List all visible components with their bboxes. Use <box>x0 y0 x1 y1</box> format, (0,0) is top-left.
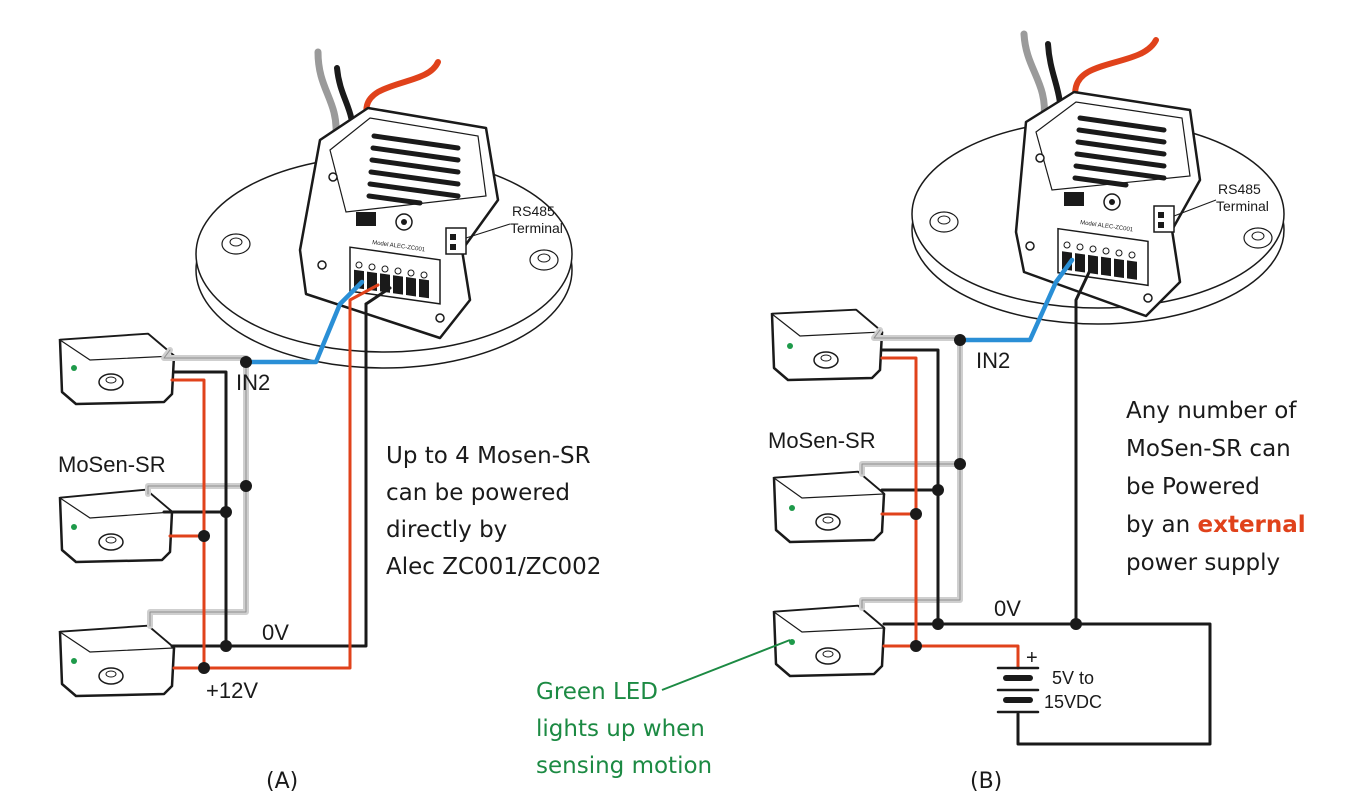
brand-logo-a <box>356 212 413 231</box>
brand-logo-b <box>1064 192 1121 211</box>
ground-wire-a <box>162 302 368 648</box>
led-indicator-a2 <box>71 524 77 530</box>
controller-device-b: Model ALEC-ZC001 <box>1014 90 1202 318</box>
note-b-line5: power supply <box>1126 550 1280 576</box>
supply-wire-red-b <box>880 356 1020 670</box>
rs485-label-b-line1: RS485 <box>1218 181 1261 197</box>
led-indicator-b1 <box>787 343 793 349</box>
battery-label-b: 5V to 15VDC <box>1044 668 1102 712</box>
mains-wire-gray-b <box>1020 30 1048 124</box>
zero-volt-label-a: 0V <box>262 620 289 645</box>
ground-wire-b <box>880 348 1212 746</box>
sensor-label-b: MoSen-SR <box>768 428 876 453</box>
rs485-label-b: RS485 Terminal <box>1216 181 1269 214</box>
sensor-top-b <box>770 308 884 382</box>
note-b-line1: Any number of <box>1126 398 1297 424</box>
sensor-bottom-a <box>58 624 176 698</box>
supply-label-a: +12V <box>206 678 258 703</box>
battery-label-b-line1: 5V to <box>1052 668 1094 688</box>
input-wire-blue-b <box>957 257 1075 343</box>
screw-hole-left-b <box>929 211 959 233</box>
led-indicator-a1 <box>71 365 77 371</box>
controller-device-a: Model ALEC-ZC001 <box>298 106 500 340</box>
panel-a: Model ALEC-ZC001 <box>58 48 601 794</box>
caption-a: (A) <box>266 769 298 794</box>
led-indicator-b2 <box>789 505 795 511</box>
note-a: Up to 4 Mosen-SR can be powered directly… <box>386 443 601 580</box>
sensor-middle-b <box>772 470 886 544</box>
battery-symbol-b <box>996 666 1040 714</box>
junction-dots-a <box>198 356 252 674</box>
led-note-line1: Green LED <box>536 679 658 705</box>
note-b: Any number of MoSen-SR can be Powered <box>1126 398 1304 500</box>
led-callout-pointer <box>661 639 791 691</box>
led-note-line3: sensing motion <box>536 753 712 779</box>
mains-wire-gray-a <box>314 48 340 139</box>
speaker-grille-b <box>1072 115 1167 188</box>
ground-return-b <box>1074 264 1094 626</box>
led-indicator-a3 <box>71 658 77 664</box>
note-b-emphasis: external <box>1198 512 1306 538</box>
led-indicator-b3 <box>789 639 795 645</box>
in2-label-b: IN2 <box>976 348 1010 373</box>
note-b-line4-prefix: by an <box>1126 512 1198 538</box>
note-a-line2: can be powered <box>386 480 570 506</box>
ground-link-a <box>364 286 392 306</box>
sensor-bottom-b <box>772 604 886 678</box>
rs485-leader-a <box>465 223 511 239</box>
sensor-top-a <box>58 332 176 406</box>
note-b-line4: by an external <box>1126 512 1306 538</box>
rs485-label-a-line1: RS485 <box>512 203 555 219</box>
note-a-line1: Up to 4 Mosen-SR <box>386 443 591 469</box>
led-note: Green LED lights up when sensing motion <box>536 679 712 779</box>
screw-hole-right-a <box>529 249 559 271</box>
sensor-middle-a <box>58 488 174 564</box>
panel-b: Model ALEC-ZC001 <box>536 30 1306 794</box>
rs485-leader-b <box>1173 199 1217 217</box>
rs485-connector-a <box>445 227 467 255</box>
rs485-connector-b <box>1153 205 1175 233</box>
junction-dots-b <box>910 334 1082 652</box>
caption-b: (B) <box>970 769 1002 794</box>
rs485-label-a-line2: Terminal <box>510 220 563 236</box>
battery-label-b-line2: 15VDC <box>1044 692 1102 712</box>
speaker-grille-a <box>366 133 461 206</box>
note-b-line2: MoSen-SR can <box>1126 436 1291 462</box>
zero-volt-label-b: 0V <box>994 596 1021 621</box>
note-a-line3: directly by <box>386 517 507 543</box>
note-b-line3: be Powered <box>1126 474 1260 500</box>
battery-plus-b: + <box>1026 647 1038 669</box>
note-a-line4: Alec ZC001/ZC002 <box>386 554 601 580</box>
rs485-label-a: RS485 Terminal <box>510 203 563 236</box>
screw-hole-left-a <box>221 233 251 255</box>
led-note-line2: lights up when <box>536 716 705 742</box>
in2-label-a: IN2 <box>236 370 270 395</box>
input-wire-blue-a <box>243 279 365 365</box>
rs485-label-b-line2: Terminal <box>1216 198 1269 214</box>
sensor-label-a: MoSen-SR <box>58 452 166 477</box>
screw-hole-right-b <box>1243 227 1273 249</box>
